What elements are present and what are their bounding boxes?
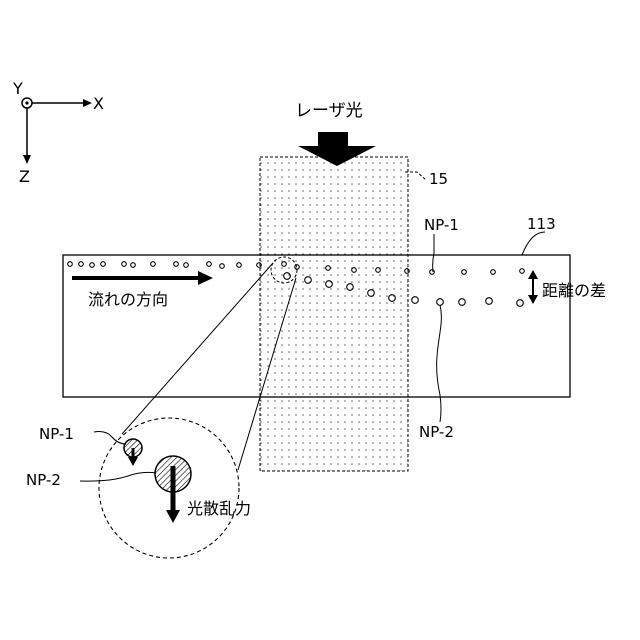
laser-beam-region [260,157,408,471]
np2-right-leader [437,305,442,422]
np1-top-leader [433,234,434,272]
z-axis-arrowhead [23,155,31,164]
ref-113-leader [522,232,545,255]
flow-direction-label: 流れの方向 [88,290,168,309]
coordinate-axes: Y X Z [12,79,104,186]
ref-113-label: 113 [527,215,556,233]
axis-label-y: Y [12,79,23,98]
axis-label-x: X [93,94,104,113]
np1-top-label: NP-1 [424,216,459,234]
distance-difference-arrow [528,270,538,304]
distance-difference-label: 距離の差 [542,281,606,300]
axis-label-z: Z [19,167,30,186]
np2-zoom-label: NP-2 [26,471,61,489]
flow-direction-arrow [72,271,213,285]
np1-zoom-label: NP-1 [39,425,74,443]
light-scattering-force-label: 光散乱力 [187,499,251,518]
laser-label: レーザ光 [295,101,363,121]
zoom-tangent-left [122,263,273,434]
x-axis-arrowhead [83,99,92,107]
ref-15-label: 15 [429,170,448,188]
np2-right-label: NP-2 [419,423,454,441]
